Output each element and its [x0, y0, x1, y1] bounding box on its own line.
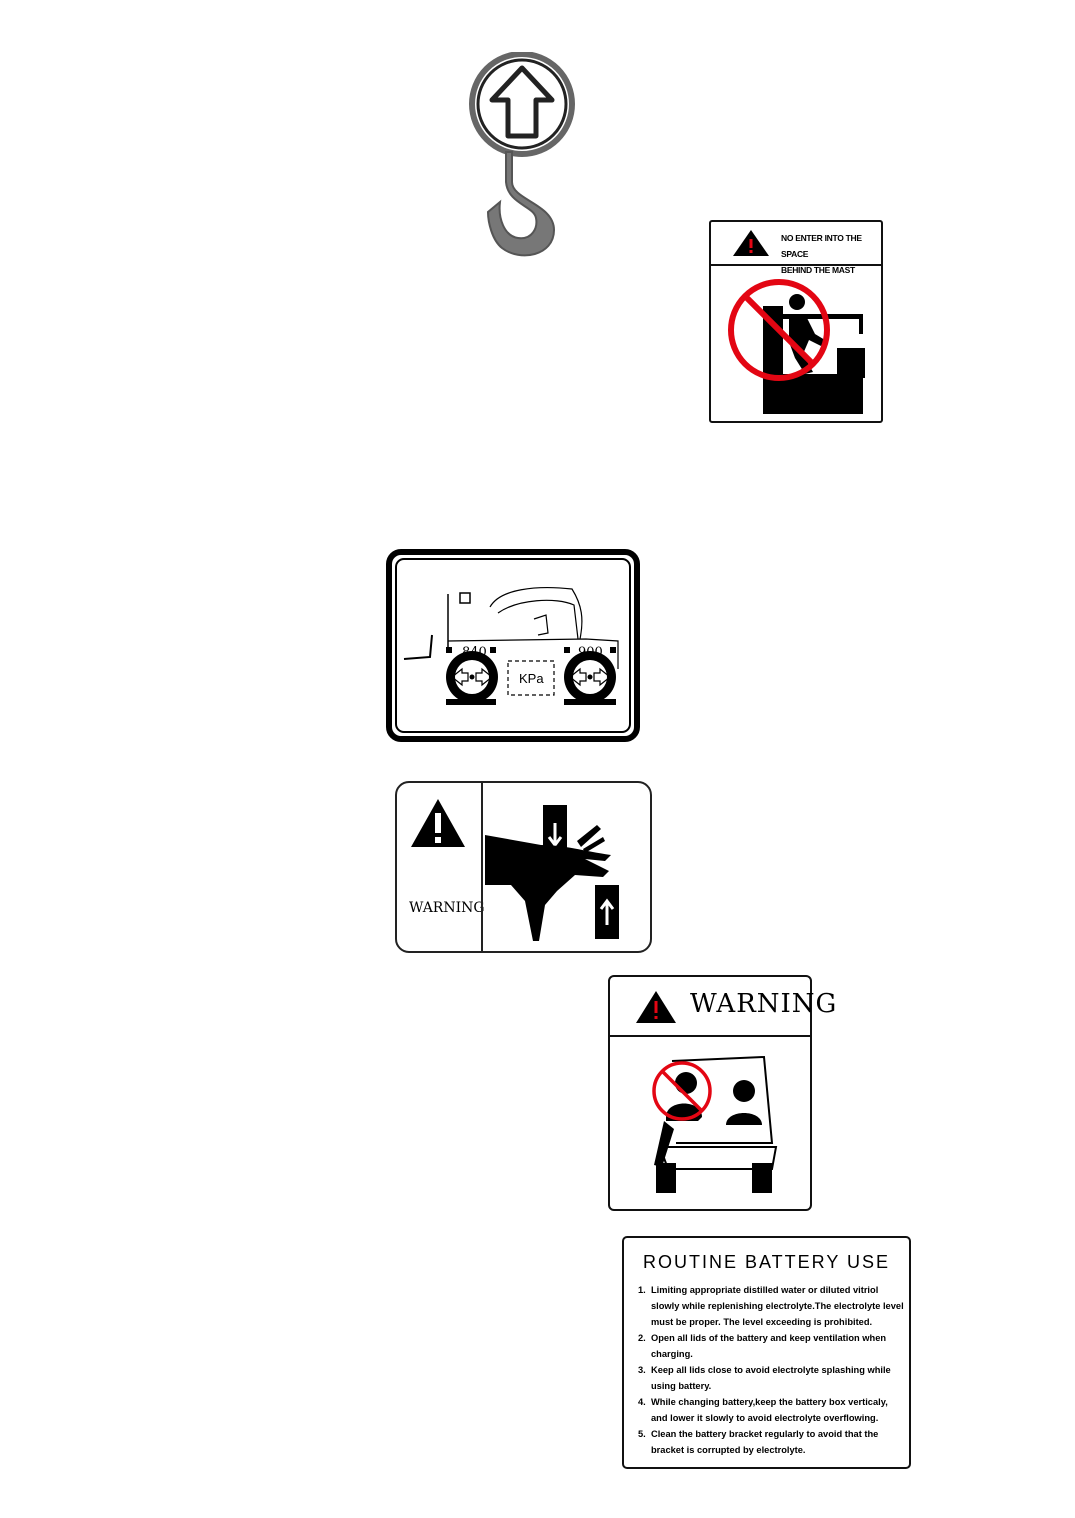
list-item: 5.Clean the battery bracket regularly to…: [638, 1429, 879, 1455]
no-riders-pictogram: [652, 1055, 778, 1193]
hand-pinch-pictogram: [485, 805, 619, 941]
no-enter-line2: BEHIND THE MAST: [781, 265, 855, 275]
passenger-divider: [610, 1035, 810, 1037]
no-enter-pictogram: [728, 279, 865, 414]
warning-triangle-icon: [733, 230, 769, 256]
battery-title: ROUTINE BATTERY USE: [642, 1252, 891, 1272]
passenger-warning-word: WARNING: [690, 989, 838, 1019]
lift-hook-symbol: [466, 52, 578, 260]
no-enter-header: NO ENTER INTO THE SPACE BEHIND THE MAST: [711, 222, 881, 275]
tire-pressure-label: 840 900 KPa: [386, 549, 640, 742]
rear-pressure-value: 900: [578, 645, 603, 660]
no-enter-line1: NO ENTER INTO THE SPACE: [781, 233, 862, 259]
list-item: 4.While changing battery,keep the batter…: [638, 1397, 888, 1423]
warning-triangle-icon: [636, 991, 676, 1023]
list-item: 1.Limiting appropriate distilled water o…: [638, 1285, 904, 1327]
pinch-warning-word: WARNING: [409, 900, 485, 916]
battery-use-label: ROUTINE BATTERY USE 1.Limiting appropria…: [622, 1236, 911, 1469]
pinch-warning-label: WARNING: [395, 781, 652, 953]
list-item: 2.Open all lids of the battery and keep …: [638, 1333, 887, 1359]
pressure-unit: KPa: [519, 671, 544, 686]
front-pressure-value: 840: [462, 645, 487, 660]
passenger-warning-label: WARNING: [608, 975, 836, 1211]
no-enter-label: NO ENTER INTO THE SPACE BEHIND THE MAST: [709, 220, 883, 423]
battery-instructions: 1.Limiting appropriate distilled water o…: [638, 1282, 904, 1458]
pinch-divider: [481, 783, 483, 951]
warning-triangle-icon: [411, 799, 465, 847]
list-item: 3.Keep all lids close to avoid electroly…: [638, 1365, 891, 1391]
tire-pressure-diagram: 840 900 KPa: [386, 549, 640, 742]
no-enter-text: NO ENTER INTO THE SPACE BEHIND THE MAST: [781, 230, 881, 278]
lift-hook-icon: [469, 52, 575, 257]
